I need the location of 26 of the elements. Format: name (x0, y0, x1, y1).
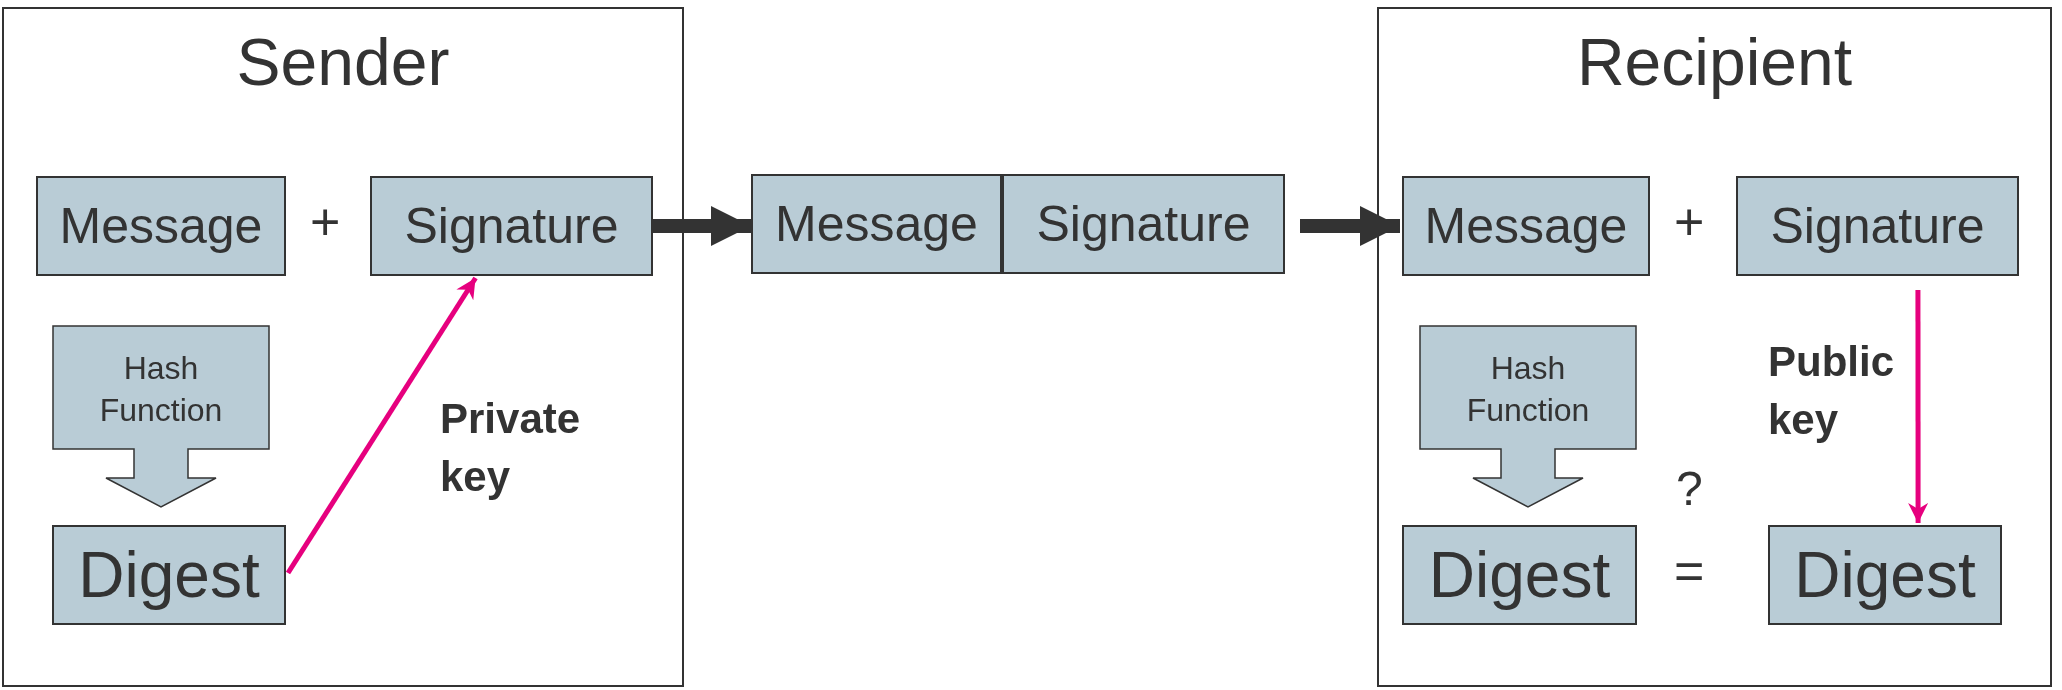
process-box: Message (36, 176, 286, 276)
arrow (285, 276, 478, 575)
arrow (1908, 290, 1929, 523)
operator-symbol: = (1674, 545, 1705, 597)
process-box: Signature (1736, 176, 2019, 276)
process-box: Message (1402, 176, 1650, 276)
process-box: Digest (52, 525, 286, 625)
process-box: Signature (370, 176, 653, 276)
process-box: Digest (1768, 525, 2002, 625)
arrow (1300, 206, 1400, 246)
edge-label: Public key (1768, 337, 1896, 445)
panel-title: Sender (235, 29, 451, 95)
panel (1377, 7, 2052, 687)
operator-symbol: + (1674, 196, 1705, 248)
operator-symbol: + (310, 196, 341, 248)
process-box: Signature (1002, 174, 1285, 274)
shape-label: Hash Function (1465, 349, 1591, 430)
process-box: Message (751, 174, 1002, 274)
arrow (651, 206, 751, 246)
process-box: Digest (1402, 525, 1637, 625)
panel (2, 7, 684, 687)
edge-label: Private key (440, 394, 582, 502)
operator-symbol: ? (1676, 465, 1703, 513)
block-arrow-shape (1419, 325, 1637, 508)
block-arrow-shape (52, 325, 270, 508)
shape-label: Hash Function (98, 349, 224, 430)
